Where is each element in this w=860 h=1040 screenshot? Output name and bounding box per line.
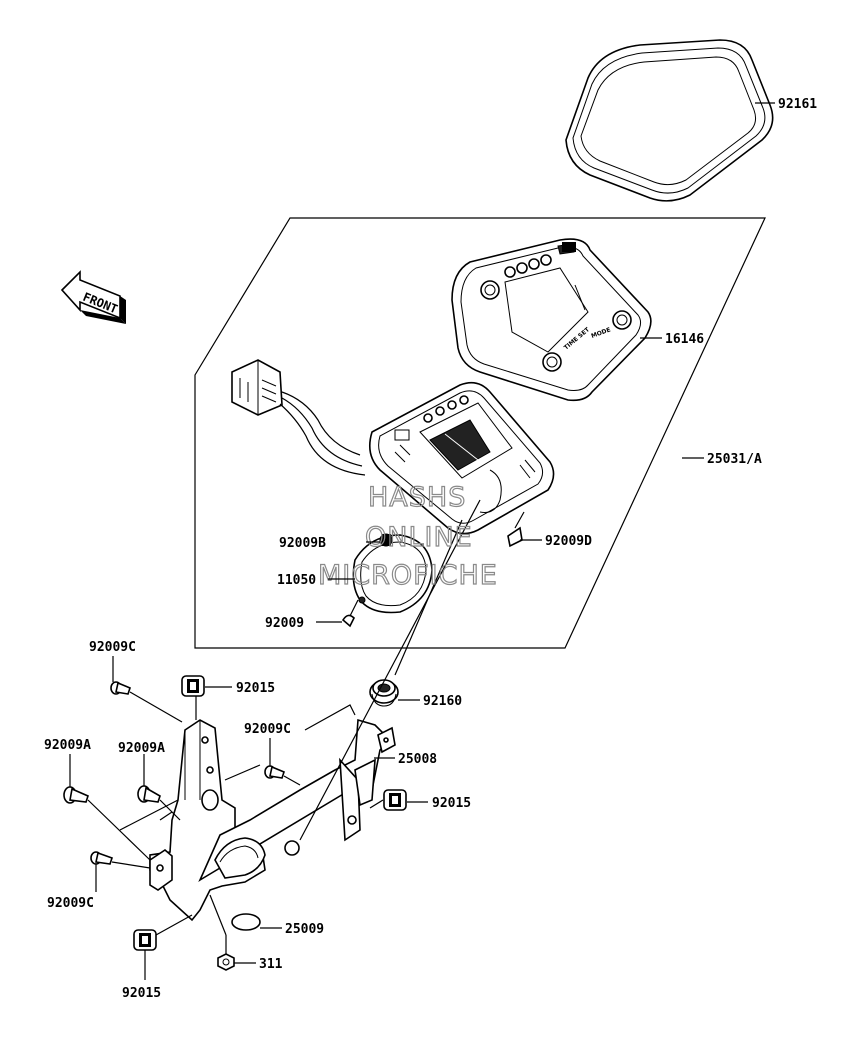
label-92160[interactable]: 92160 — [423, 694, 462, 709]
label-92009a-left[interactable]: 92009A — [44, 738, 91, 753]
bolt-92009c-bottom[interactable] — [90, 851, 114, 865]
assembly-lines — [87, 499, 481, 955]
label-92009c-top[interactable]: 92009C — [89, 640, 136, 655]
label-11050[interactable]: 11050 — [277, 573, 316, 588]
clip-nut-92015-bottom[interactable] — [133, 929, 157, 951]
watermark-line-1: HASHS — [368, 482, 466, 513]
bracket-25008[interactable] — [149, 718, 396, 922]
label-92009c-bottom[interactable]: 92009C — [47, 896, 94, 911]
label-92009c-mid[interactable]: 92009C — [244, 722, 291, 737]
label-25008[interactable]: 25008 — [398, 752, 437, 767]
watermark-line-2: ONLINE — [365, 522, 473, 553]
label-25009[interactable]: 25009 — [285, 922, 324, 937]
label-92015-top[interactable]: 92015 — [236, 681, 275, 696]
bolt-92009a-mid[interactable] — [137, 785, 161, 803]
label-92015-bottom[interactable]: 92015 — [122, 986, 161, 1001]
meter-cover-16146[interactable]: TIME SET MODE — [451, 238, 652, 402]
label-311[interactable]: 311 — [259, 957, 283, 972]
watermark: HASHS ONLINE MICROFICHE — [317, 481, 498, 591]
label-92161[interactable]: 92161 — [778, 97, 817, 112]
assembly-outline-25031a — [194, 217, 766, 649]
bolt-92009c-mid[interactable] — [264, 765, 285, 779]
label-25031a[interactable]: 25031/A — [707, 452, 762, 467]
bolt-92009a-left[interactable] — [63, 786, 89, 804]
label-92015-right[interactable]: 92015 — [432, 796, 471, 811]
label-16146[interactable]: 16146 — [665, 332, 704, 347]
clip-nut-92015-right[interactable] — [383, 789, 407, 811]
clip-nut-92015-top[interactable] — [181, 675, 205, 697]
label-92009d[interactable]: 92009D — [545, 534, 592, 549]
label-92009[interactable]: 92009 — [265, 616, 304, 631]
screw-92009b[interactable] — [379, 533, 393, 547]
watermark-line-3: MICROFICHE — [318, 560, 498, 591]
bolt-92009c-top[interactable] — [110, 681, 131, 695]
part-labels: 92161 16146 25031/A 92009B 92009D 11050 … — [44, 97, 817, 1001]
gasket-92161[interactable] — [565, 39, 774, 202]
grommet-92160[interactable] — [369, 679, 399, 707]
screw-92009d[interactable] — [507, 511, 525, 548]
front-arrow-icon: FRONT — [60, 270, 126, 324]
screw-92009[interactable] — [341, 599, 359, 628]
leader-lines — [69, 102, 775, 980]
pad-25009[interactable] — [231, 913, 261, 931]
label-92009a-mid[interactable]: 92009A — [118, 741, 165, 756]
nut-311[interactable] — [217, 953, 235, 971]
label-92009b[interactable]: 92009B — [279, 536, 326, 551]
meter-body[interactable] — [231, 359, 555, 535]
seal-11050[interactable] — [352, 534, 433, 614]
